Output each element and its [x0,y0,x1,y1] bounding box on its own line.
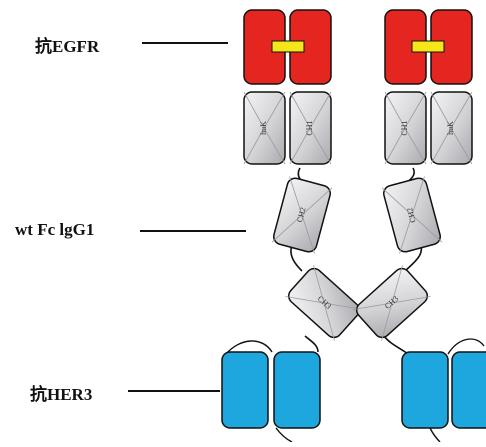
ch2-label-left: CH2 [295,206,308,223]
her3-arc-left [225,340,273,355]
her3-bottom-arc-left [275,427,293,443]
her3-domain-left-2 [273,351,321,429]
label-anti-egfr: 抗EGFR [35,37,100,56]
her3-domain-right-1 [401,351,449,429]
ch1-label-left: CH1 [305,120,314,135]
her3-domain-left-1 [221,351,269,429]
her3-bottom-arc-right [429,427,441,443]
her3-domain-right-2 [451,351,486,429]
her3-fab-right [401,351,486,429]
constant-top-right: CH1 huK [384,91,473,165]
ch2-domain-left: CH2 [271,176,333,254]
her3-arc-right [447,338,485,355]
linker-left-her3 [304,335,319,353]
linker-right-her3 [383,335,409,355]
ch2-label-right: CH2 [405,207,418,224]
ch2-domain-right: CH2 [381,176,443,254]
huk-label-right: huK [446,121,455,135]
ch1-label-right: CH1 [400,120,409,135]
constant-top-left: huK CH1 [243,91,332,165]
egfr-fab-right [384,9,473,85]
leader-line-egfr [142,42,228,44]
huk-label-left: huK [259,121,268,135]
label-wt-fc-igg1: wt Fc lgG1 [15,220,95,239]
her3-fab-left [221,351,321,429]
egfr-linker-right [411,40,445,53]
ch3-domain-left: CH3 [285,265,363,341]
ch3-domain-right: CH3 [353,265,431,341]
leader-line-fc [140,230,246,232]
leader-line-her3 [128,390,220,392]
egfr-fab-left [243,9,332,85]
label-anti-her3: 抗HER3 [30,385,93,404]
egfr-linker-left [271,40,305,53]
